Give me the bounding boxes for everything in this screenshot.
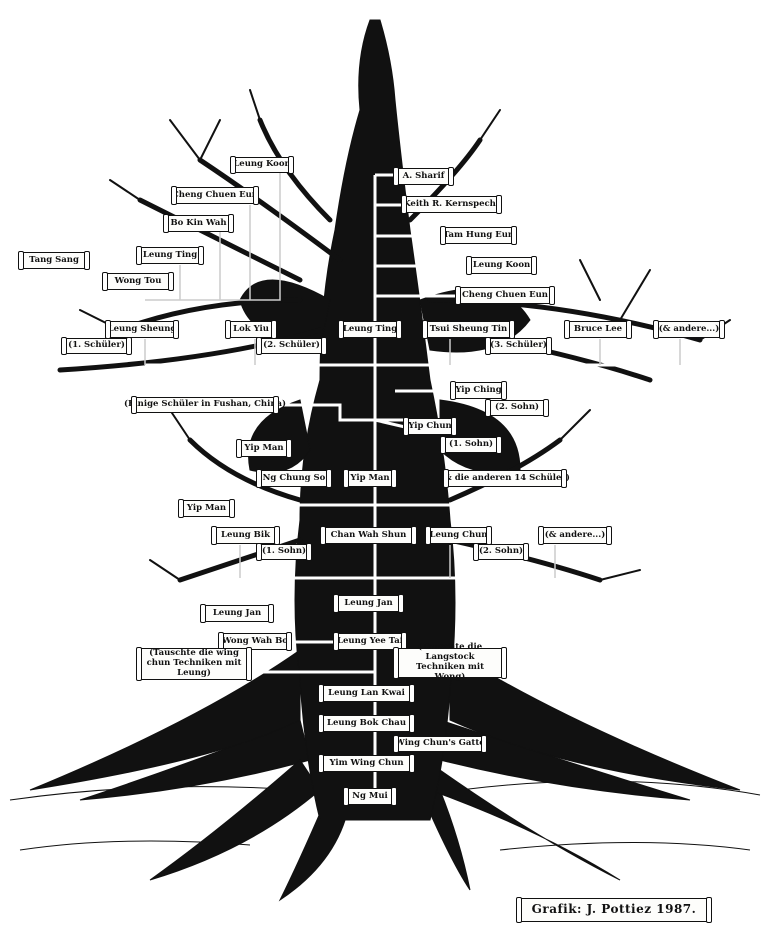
student-note: (3. Schüler) xyxy=(485,337,552,355)
chan-wah-shun-node: Chan Wah Shun xyxy=(320,526,417,545)
exchange-note: (Tauschte die wing chun Techniken mit Le… xyxy=(136,647,252,681)
wong-wah-bo-node: Wong Wah Bo xyxy=(218,632,292,651)
others-note: (& andere...) xyxy=(538,526,612,545)
son-note: (1. Sohn) xyxy=(256,543,312,561)
leung-jan-node: Leung Jan xyxy=(333,594,404,613)
lok-yiu-node: Lok Yiu xyxy=(225,320,277,339)
exchange-note: (Tauschte die Langstock Techniken mit Wo… xyxy=(393,643,507,682)
tsui-sheung-tin-node: Tsui Sheung Tin xyxy=(422,320,515,339)
son-note: (2. Sohn) xyxy=(485,399,549,417)
other-students-note: (& die anderen 14 Schüler) xyxy=(440,469,570,488)
leung-bok-chau-node: Leung Bok Chau xyxy=(318,714,415,733)
student-note: (2. Schüler) xyxy=(256,337,327,355)
bo-kin-wah-node: Bo Kin Wah xyxy=(163,214,234,233)
leung-yee-tai-node: Leung Yee Tai xyxy=(333,632,407,651)
others-note: (& andere...) xyxy=(653,320,725,339)
student-note: (1. Schüler) xyxy=(61,337,132,355)
bruce-lee-node: Bruce Lee xyxy=(564,320,632,339)
yip-chun-node: Yip Chun xyxy=(403,417,457,436)
credit-banner: Grafik: J. Pottiez 1987. xyxy=(516,897,712,923)
keith-kernspecht-node: Keith R. Kernspecht xyxy=(401,195,502,214)
yip-ching-node: Yip Ching xyxy=(450,381,507,400)
cheng-chuen-eun-node: Cheng Chuen Eun xyxy=(171,186,259,205)
yip-man-node: Yip Man xyxy=(236,439,292,458)
cheng-chuen-eun-node: Cheng Chuen Eun xyxy=(455,286,555,305)
leung-ting-node: Leung Ting xyxy=(338,320,402,339)
yip-man-node: Yip Man xyxy=(178,499,235,518)
leung-ting-node: Leung Ting xyxy=(136,246,204,265)
son-note: (1. Sohn) xyxy=(440,436,502,454)
son-note: (2. Sohn) xyxy=(473,543,529,561)
ng-mui-node: Ng Mui xyxy=(343,787,397,806)
leung-koon-node: Leung Koon xyxy=(466,256,537,275)
leung-koon-node: Leung Koon xyxy=(230,156,294,174)
yip-man-node: Yip Man xyxy=(343,469,397,488)
leung-chun-node: Leung Chun xyxy=(425,526,492,545)
leung-jan-node: Leung Jan xyxy=(200,604,274,623)
leung-bik-node: Leung Bik xyxy=(211,526,280,545)
a-sharif-node: A. Sharif xyxy=(393,167,454,186)
tam-hung-eun-node: Tam Hung Eun xyxy=(440,226,517,245)
wong-tou-node: Wong Tou xyxy=(102,272,174,291)
yim-wing-chun-node: Yim Wing Chun xyxy=(318,754,415,773)
spouse-note: (Wing Chun's Gatte) xyxy=(391,735,489,753)
ng-chung-so-node: Ng Chung So xyxy=(256,469,332,488)
leung-lan-kwai-node: Leung Lan Kwai xyxy=(318,684,415,703)
fushan-students-note: (Einige Schüler in Fushan, China) xyxy=(124,396,286,414)
tang-sang-node: Tang Sang xyxy=(18,251,90,270)
leung-sheung-node: Leung Sheung xyxy=(105,320,179,339)
